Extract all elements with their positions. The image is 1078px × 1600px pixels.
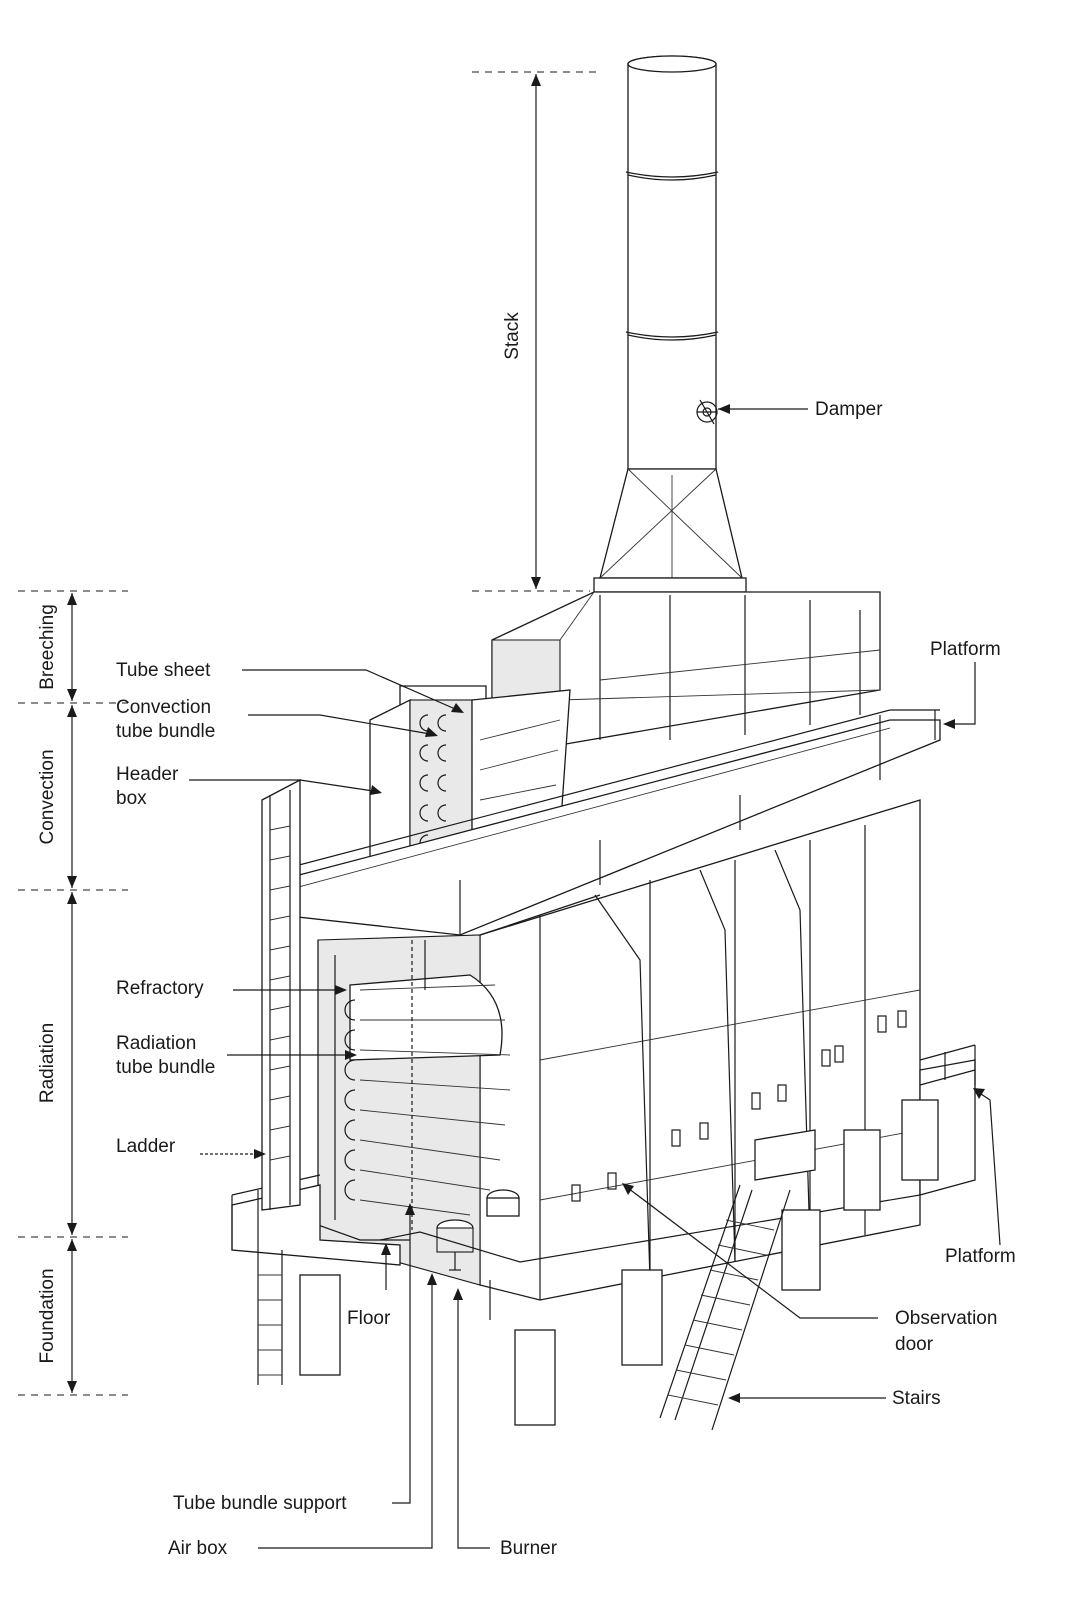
label-convection-tube-bundle-line1: Convection (116, 697, 211, 718)
label-observation-door-line1: Observation (895, 1308, 997, 1329)
label-tube-sheet: Tube sheet (116, 660, 211, 681)
section-label-stack: Stack (502, 312, 523, 360)
label-platform-top: Platform (930, 639, 1001, 660)
label-refractory: Refractory (116, 978, 204, 999)
label-burner: Burner (500, 1538, 558, 1559)
foundation-columns (299, 1099, 939, 1426)
label-stairs: Stairs (892, 1388, 941, 1409)
label-floor: Floor (347, 1308, 391, 1329)
label-convection-tube-bundle-line2: tube bundle (116, 721, 215, 742)
label-header-box-line2: box (116, 788, 147, 809)
label-observation-door-line2: door (895, 1334, 934, 1355)
section-dimension-lines (18, 71, 598, 1396)
leader-lines (189, 404, 1001, 1549)
radiation-section (317, 799, 921, 1301)
radiation-tube-bundle (344, 940, 511, 1230)
section-label-radiation: Radiation (37, 1023, 58, 1103)
stack (593, 55, 747, 593)
section-label-breeching: Breeching (37, 604, 58, 690)
label-damper: Damper (815, 399, 883, 420)
label-radiation-tube-bundle-line1: Radiation (116, 1033, 196, 1054)
damper-icon (696, 399, 718, 425)
section-label-convection: Convection (37, 749, 58, 844)
ladder (257, 778, 301, 1385)
label-tube-bundle-support: Tube bundle support (173, 1493, 347, 1514)
label-air-box: Air box (168, 1538, 228, 1559)
observation-doors (571, 1010, 907, 1202)
convection-tube-bends (419, 714, 447, 852)
label-header-box-line1: Header (116, 764, 179, 785)
label-ladder: Ladder (116, 1136, 176, 1157)
section-label-foundation: Foundation (37, 1268, 58, 1363)
label-platform-bottom: Platform (945, 1246, 1016, 1267)
stairs (659, 1129, 816, 1431)
burners (436, 1189, 520, 1271)
label-radiation-tube-bundle-line2: tube bundle (116, 1057, 215, 1078)
